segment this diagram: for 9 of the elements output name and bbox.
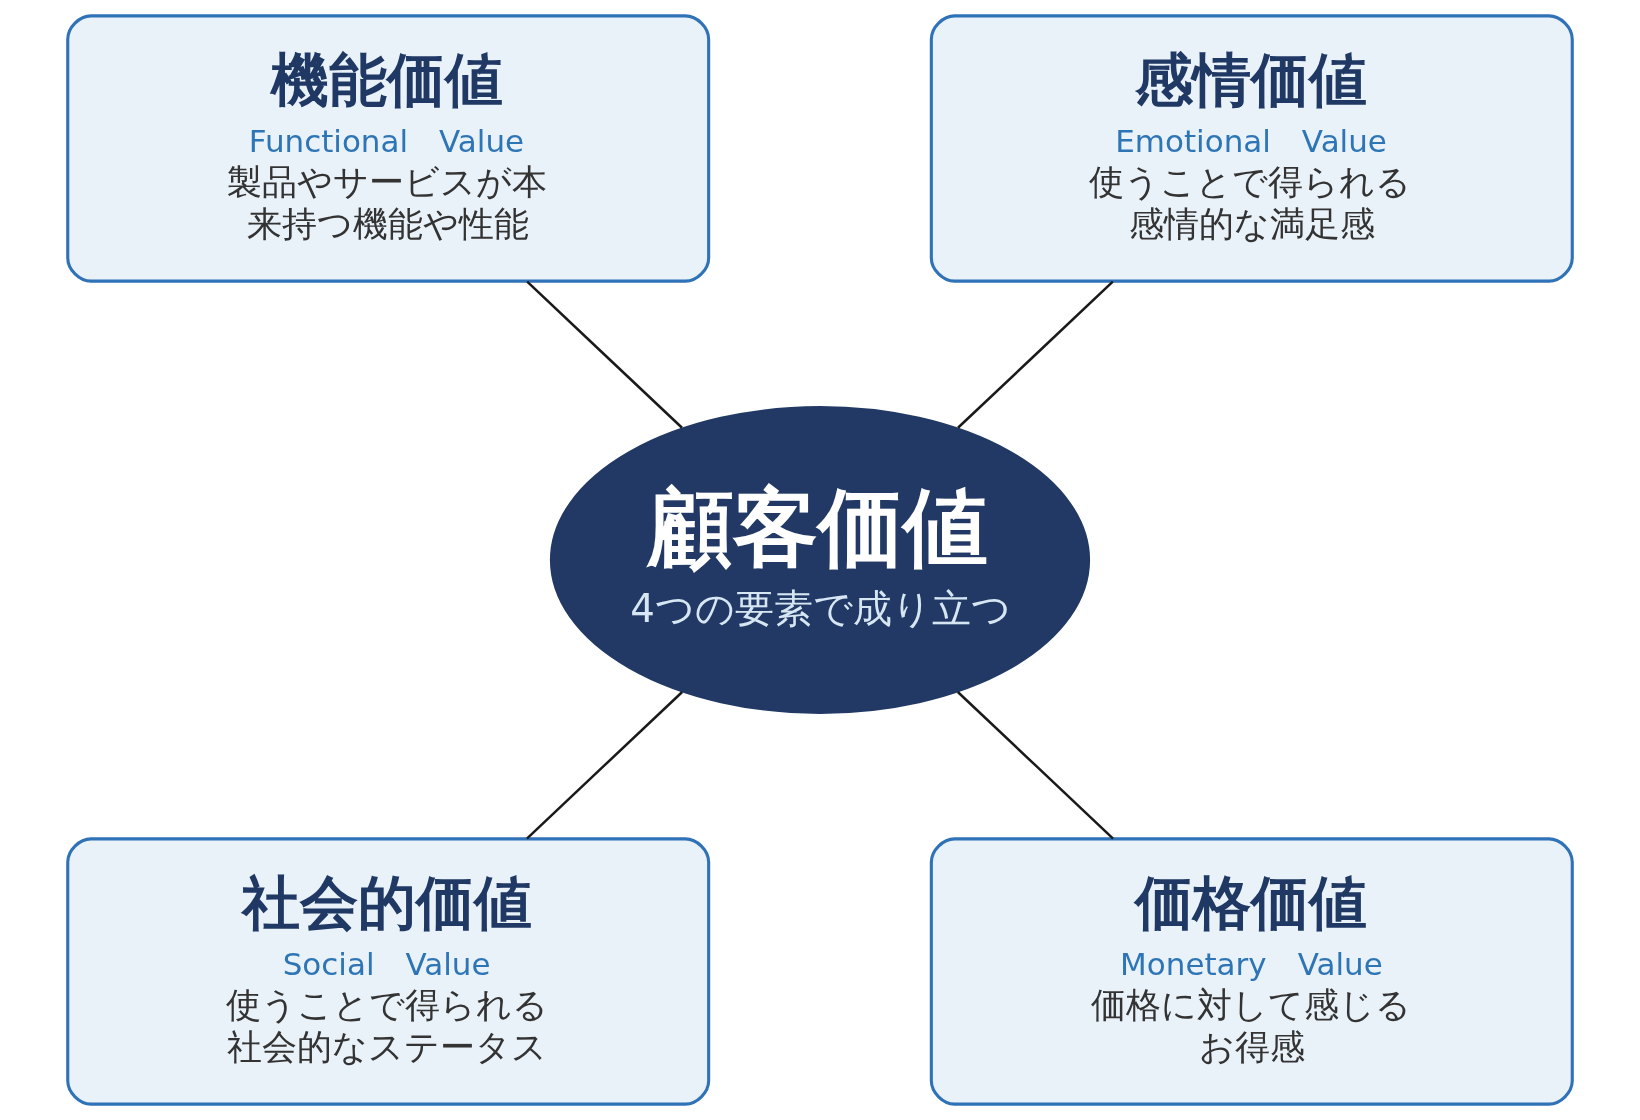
node-box: 感情価値 Emotional Value 使うことで得られる感情的な満足感 xyxy=(929,14,1574,283)
node-box: 価格価値 Monetary Value 価格に対して感じるお得感 xyxy=(929,837,1574,1106)
node-ellipse: 顧客価値 4つの要素で成り立つ xyxy=(549,406,1091,714)
connector xyxy=(957,280,1114,429)
connector xyxy=(526,280,683,429)
connector xyxy=(526,691,684,840)
node-box: 機能価値 Functional Value 製品やサービスが本来持つ機能や性能 xyxy=(66,14,711,283)
connector xyxy=(956,691,1114,840)
node-box: 社会的価値 Social Value 使うことで得られる社会的なステータス xyxy=(66,837,711,1106)
